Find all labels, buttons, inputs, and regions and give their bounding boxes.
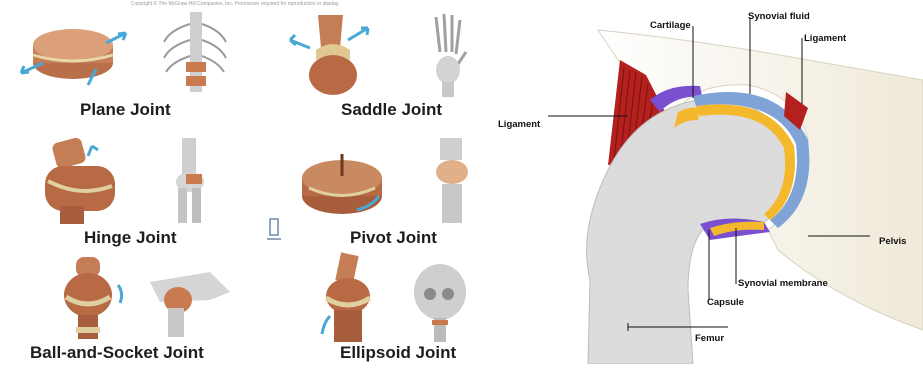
label-synovial-membrane: Synovial membrane	[738, 278, 828, 289]
label-synovial-fluid: Synovial fluid	[748, 11, 810, 22]
plane-joint-model	[18, 15, 133, 93]
hinge-joint-model	[40, 136, 125, 226]
label-capsule: Capsule	[707, 297, 744, 308]
hip-joint-svg: Cartilage Synovial fluid Ligament Ligame…	[478, 0, 923, 364]
publisher-logo-icon	[264, 217, 284, 243]
joint-label-plane: Plane Joint	[80, 100, 171, 120]
label-ligament-right: Ligament	[804, 33, 847, 44]
joint-label-ball-and-socket: Ball-and-Socket Joint	[30, 343, 204, 363]
joint-label-ellipsoid: Ellipsoid Joint	[340, 343, 456, 363]
label-cartilage: Cartilage	[650, 20, 691, 31]
elbow-illustration	[168, 138, 216, 223]
joint-label-pivot: Pivot Joint	[350, 228, 437, 248]
pivot-joint-model	[297, 148, 387, 223]
label-ligament-left: Ligament	[498, 119, 541, 130]
label-femur: Femur	[695, 333, 724, 344]
hand-illustration	[428, 12, 468, 97]
shoulder-illustration	[150, 262, 230, 337]
ball-and-socket-joint-model	[58, 257, 128, 342]
joint-types-panel: Copyright © The McGraw-Hill Companies, I…	[0, 0, 470, 364]
label-pelvis: Pelvis	[879, 236, 906, 247]
spine-illustration	[160, 12, 230, 92]
hip-joint-diagram: Cartilage Synovial fluid Ligament Ligame…	[478, 0, 923, 364]
neck-illustration	[434, 138, 470, 223]
saddle-joint-model	[288, 10, 373, 98]
joint-label-saddle: Saddle Joint	[341, 100, 442, 120]
joint-label-hinge: Hinge Joint	[84, 228, 177, 248]
skull-illustration	[412, 262, 468, 342]
copyright-notice: Copyright © The McGraw-Hill Companies, I…	[0, 0, 470, 8]
ellipsoid-joint-model	[318, 252, 378, 344]
